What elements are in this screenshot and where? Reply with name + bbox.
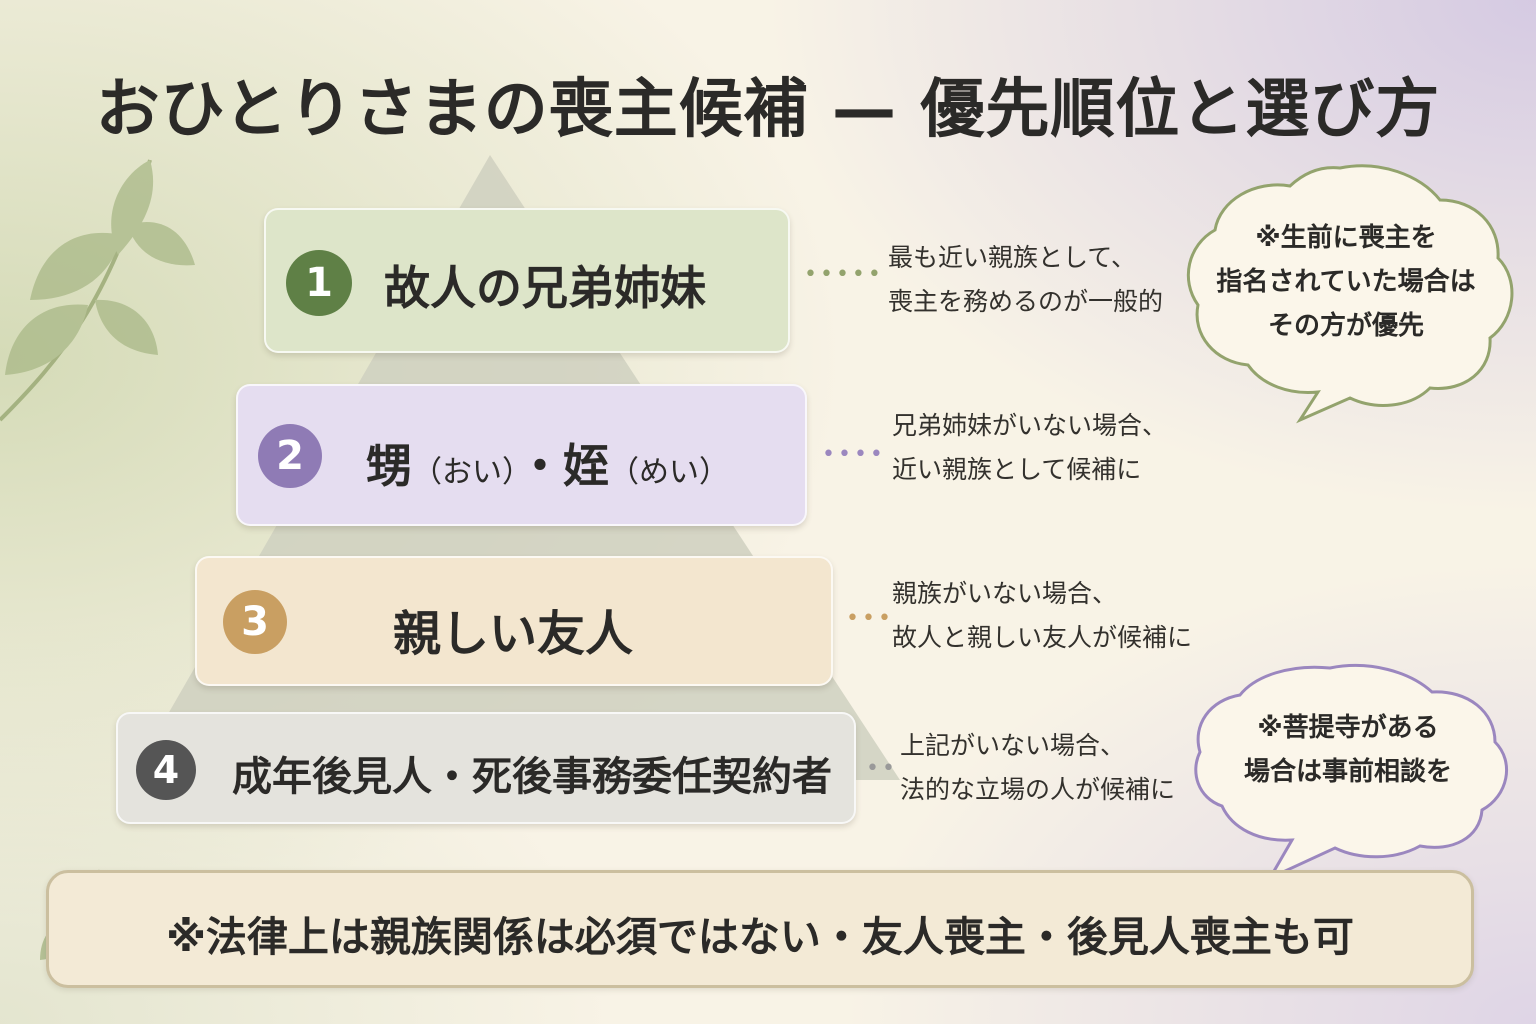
tier-4-badge: 4 — [136, 740, 196, 800]
tier-2-badge: 2 — [258, 424, 322, 488]
bubble-1-text: ※生前に喪主を 指名されていた場合は その方が優先 — [1216, 223, 1476, 341]
speech-bubble-1 — [1186, 164, 1514, 424]
tier-1-description: 最も近い親族として、 喪主を務めるのが一般的 — [888, 243, 1164, 316]
tier-4-label: 成年後見人・死後事務委任契約者 — [232, 754, 832, 800]
tier-1-box: 1 故人の兄弟姉妹 — [264, 208, 790, 353]
tier-2-description: 兄弟姉妹がいない場合、 近い親族として候補に — [892, 411, 1168, 484]
tier-3-description: 親族がいない場合、 故人と親しい友人が候補に — [892, 579, 1193, 652]
tier-3-label: 親しい友人 — [393, 606, 634, 662]
tier-2-box: 2 甥（おい）・姪（めい） — [236, 384, 807, 526]
footer-note-box: ※法律上は親族関係は必須ではない・友人喪主・後見人喪主も可 — [46, 870, 1474, 988]
speech-bubble-2 — [1194, 664, 1509, 882]
tier-2-connector: •••• — [822, 442, 886, 467]
leaf-branch-decoration — [0, 159, 195, 422]
tier-2-label: 甥（おい）・姪（めい） — [366, 439, 729, 493]
tier-1-connector: ••••• — [804, 262, 884, 287]
tier-3-badge: 3 — [223, 590, 287, 654]
tier-1-badge: 1 — [286, 250, 352, 316]
tier-4-box: 4 成年後見人・死後事務委任契約者 — [116, 712, 856, 824]
tier-4-connector: •• — [866, 756, 898, 781]
page-title: おひとりさまの喪主候補 — 優先順位と選び方 — [95, 73, 1441, 147]
tier-4-description: 上記がいない場合、 法的な立場の人が候補に — [900, 731, 1176, 804]
bubble-2-text: ※菩提寺がある 場合は事前相談を — [1243, 713, 1452, 787]
tier-3-connector: ••• — [846, 606, 894, 631]
footer-note: ※法律上は親族関係は必須ではない・友人喪主・後見人喪主も可 — [166, 913, 1354, 961]
tier-1-label: 故人の兄弟姉妹 — [384, 261, 706, 315]
tier-3-box: 3 親しい友人 — [195, 556, 833, 686]
